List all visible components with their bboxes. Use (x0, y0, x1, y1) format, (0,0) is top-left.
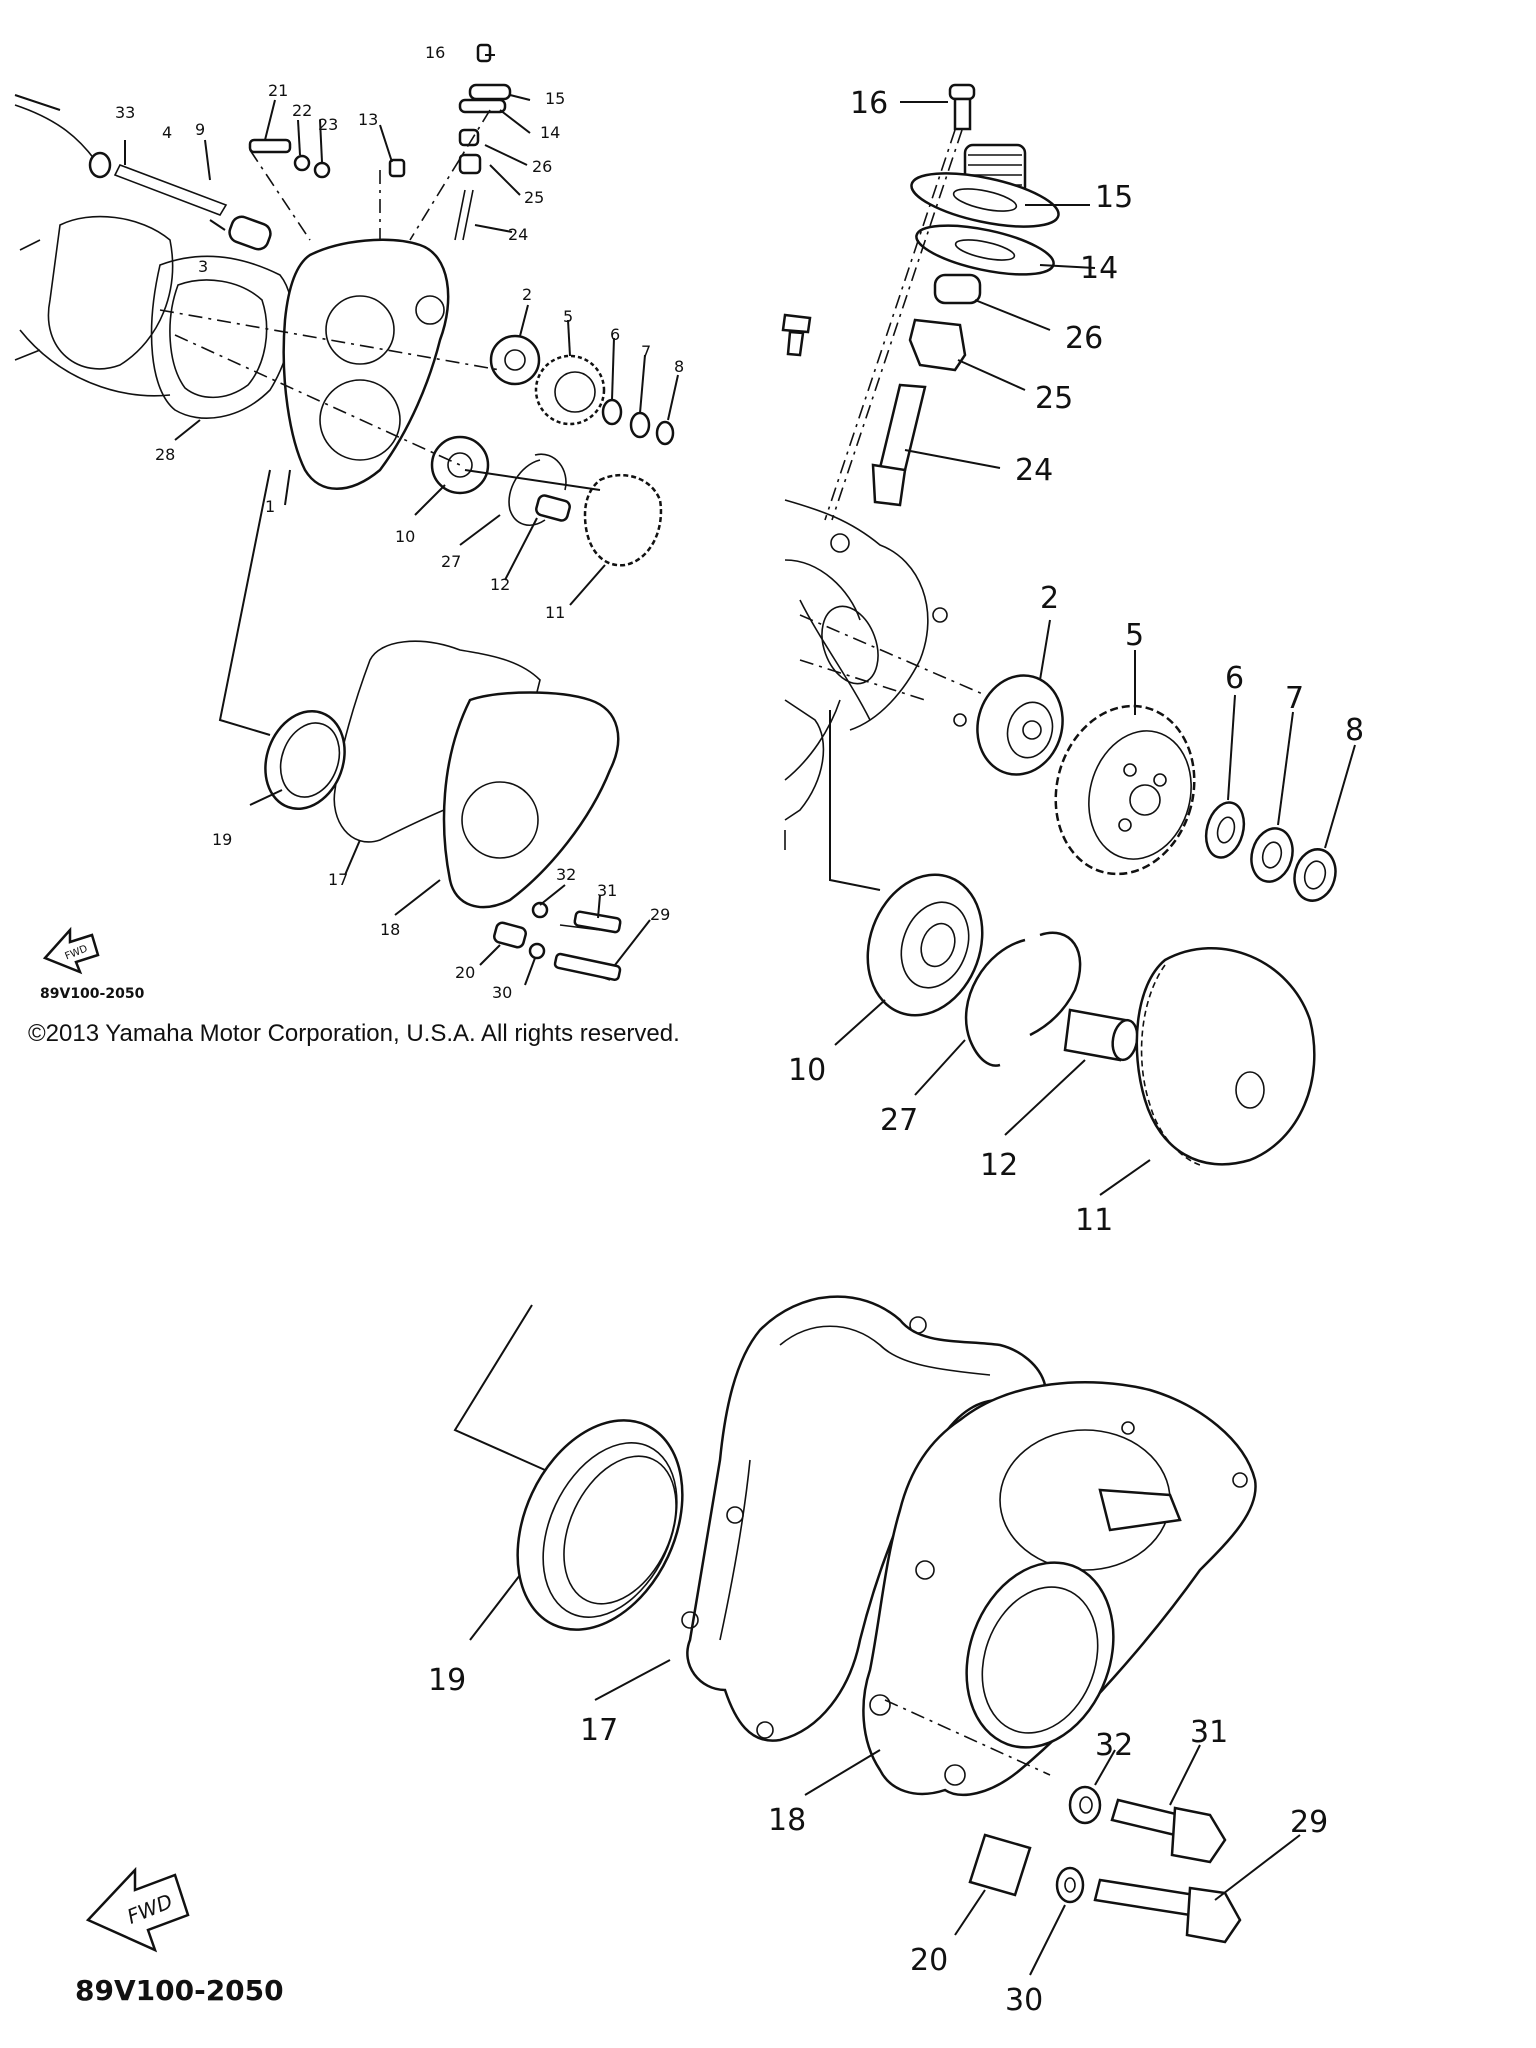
detail-top-right: 16 15 14 26 25 24 2 5 6 7 8 10 27 12 11 (781, 83, 1364, 1238)
overview-label-14: 14 (540, 123, 560, 142)
overview-label-25: 25 (524, 188, 544, 207)
overview-label-7: 7 (641, 342, 651, 361)
detail-bottom: 19 17 18 32 31 29 20 30 FWD 89V100-2050 (75, 1295, 1328, 2018)
overview-label-21: 21 (268, 81, 288, 100)
detail-label-24: 24 (1015, 453, 1053, 488)
copyright-notice: ©2013 Yamaha Motor Corporation, U.S.A. A… (28, 1020, 680, 1047)
detail-label-19: 19 (428, 1663, 466, 1698)
overview-label-4: 4 (162, 123, 172, 142)
diagram-code-small: 89V100-2050 (40, 986, 145, 1002)
overview-label-17: 17 (328, 870, 348, 889)
washer-6 (1204, 694, 1246, 859)
washer-30 (1029, 1866, 1085, 1976)
gasket-14 (915, 224, 1096, 276)
circlip-27 (914, 931, 1082, 1096)
bolt-31 (1110, 1744, 1227, 1864)
overview-label-26: 26 (532, 157, 552, 176)
overview-label-32: 32 (556, 865, 576, 884)
washer-32 (1068, 1749, 1116, 1825)
overview-label-3: 3 (198, 257, 208, 276)
detail-label-29: 29 (1290, 1805, 1328, 1840)
clip-8 (1293, 744, 1356, 902)
gear-11 (1099, 946, 1316, 1196)
overview-label-6: 6 (610, 325, 620, 344)
detail-label-7: 7 (1285, 681, 1304, 716)
detail-label-18: 18 (768, 1803, 806, 1838)
shaft-24 (871, 383, 1001, 507)
bushing-26 (933, 273, 1051, 331)
gear-5 (1054, 650, 1196, 876)
overview-labels: 33 4 9 3 21 22 23 13 16 15 14 26 25 24 2… (115, 43, 684, 1002)
detail-label-31: 31 (1190, 1715, 1228, 1750)
detail-label-12: 12 (980, 1148, 1018, 1183)
detail-label-15: 15 (1095, 180, 1133, 215)
overview-label-28: 28 (155, 445, 175, 464)
overview-label-16: 16 (425, 43, 445, 62)
diagram-code-large: 89V100-2050 (75, 1974, 284, 2007)
washer-7 (1250, 711, 1294, 883)
overview-label-15: 15 (545, 89, 565, 108)
bearing-2 (976, 619, 1064, 776)
gasket-17-detail (594, 1295, 1047, 1742)
bolt-29 (1093, 1834, 1301, 1944)
gasket-28 (150, 255, 294, 419)
overview-label-12: 12 (490, 575, 510, 594)
detail-label-20: 20 (910, 1943, 948, 1978)
detail-label-30: 30 (1005, 1983, 1043, 2018)
overview-label-27: 27 (441, 552, 461, 571)
detail-label-14: 14 (1080, 251, 1118, 286)
shaft-4 (113, 163, 228, 216)
detail-label-25: 25 (1035, 381, 1073, 416)
detail-label-17: 17 (580, 1713, 618, 1748)
overview-diagram: 33 4 9 3 21 22 23 13 16 15 14 26 25 24 2… (14, 43, 684, 1002)
overview-label-13: 13 (358, 110, 378, 129)
overview-label-29: 29 (650, 905, 670, 924)
overview-label-5: 5 (563, 307, 573, 326)
overview-label-2: 2 (522, 285, 532, 304)
fitting-15 (910, 143, 1090, 228)
fwd-arrow-large: FWD (85, 1866, 190, 1953)
overview-label-19: 19 (212, 830, 232, 849)
fwd-arrow-small: FWD (42, 926, 100, 975)
detail-label-32: 32 (1095, 1728, 1133, 1763)
detail-label-5: 5 (1125, 618, 1144, 653)
pin-12 (1004, 1008, 1139, 1136)
detail-bottom-labels: 19 17 18 32 31 29 20 30 (428, 1663, 1328, 2018)
bearing-10 (834, 873, 984, 1046)
cover-18 (442, 691, 620, 909)
detail-label-26: 26 (1065, 321, 1103, 356)
overview-label-23: 23 (318, 115, 338, 134)
cover-18-detail (804, 1380, 1257, 1797)
overview-label-24: 24 (508, 225, 528, 244)
overview-label-20: 20 (455, 963, 475, 982)
overview-label-22: 22 (292, 101, 312, 120)
detail-label-2: 2 (1040, 581, 1059, 616)
detail-top-labels: 16 15 14 26 25 24 2 5 6 7 8 10 27 12 11 (788, 86, 1364, 1238)
screw-16 (900, 83, 976, 131)
overview-label-33: 33 (115, 103, 135, 122)
overview-callout-lines (124, 54, 679, 986)
oil-seal-19 (469, 1419, 684, 1641)
overview-label-30: 30 (492, 983, 512, 1002)
overview-label-18: 18 (380, 920, 400, 939)
overview-label-11: 11 (545, 603, 565, 622)
overview-label-10: 10 (395, 527, 415, 546)
overview-label-1: 1 (265, 497, 275, 516)
detail-label-10: 10 (788, 1053, 826, 1088)
detail-label-8: 8 (1345, 713, 1364, 748)
overview-label-9: 9 (195, 120, 205, 139)
detail-label-6: 6 (1225, 661, 1244, 696)
detail-label-16: 16 (850, 86, 888, 121)
dowel-20 (954, 1833, 1032, 1936)
bushing-25 (908, 318, 1026, 391)
overview-label-31: 31 (597, 881, 617, 900)
detail-label-27: 27 (880, 1103, 918, 1138)
overview-label-8: 8 (674, 357, 684, 376)
detail-label-11: 11 (1075, 1203, 1113, 1238)
